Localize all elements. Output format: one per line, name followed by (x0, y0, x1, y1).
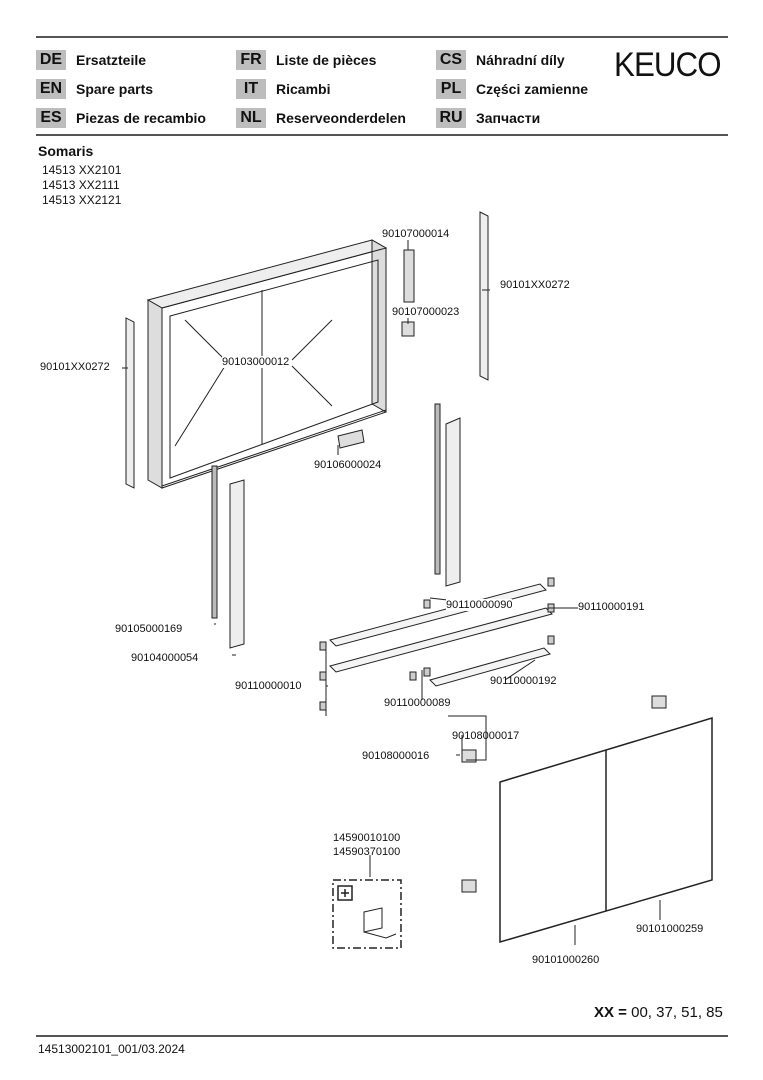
part-number: 90101XX0272 (500, 279, 570, 291)
part-number: 90108000016 (362, 750, 430, 762)
part-number: 90107000014 (382, 228, 450, 240)
laptop-icon (363, 907, 397, 939)
lang-ru: RU Запчасти (436, 108, 540, 128)
part-number: 90110000192 (490, 675, 557, 687)
header-rule (36, 134, 728, 136)
lang-label: Ricambi (276, 81, 331, 97)
product-name: Somaris (38, 143, 94, 159)
profile-right (445, 417, 461, 587)
lang-nl: NL Reserveonderdelen (236, 108, 406, 128)
lang-code: PL (436, 79, 466, 99)
keuco-logo: KEUCO (614, 46, 722, 84)
part-number: 90105000169 (115, 623, 183, 635)
shelf (429, 647, 551, 687)
variant-values: 00, 37, 51, 85 (631, 1004, 723, 1021)
lang-label: Запчасти (476, 110, 541, 126)
lang-code: EN (36, 79, 66, 99)
plus-icon (337, 885, 353, 901)
lang-label: Reserveonderdelen (276, 110, 406, 126)
part-number: 90104000054 (131, 652, 199, 664)
profile-left (229, 479, 245, 649)
shelf (329, 607, 553, 673)
catch-part (461, 749, 477, 763)
part-number: 90103000012 (222, 356, 290, 368)
lang-code: NL (236, 108, 266, 128)
part-number: 90101000259 (636, 923, 704, 935)
lang-fr: FR Liste de pièces (236, 50, 376, 70)
part-number: 90110000191 (578, 601, 645, 613)
side-panel-left (125, 317, 135, 489)
part-number: 14590010100 (333, 832, 401, 844)
lang-en: EN Spare parts (36, 79, 153, 99)
lang-it: IT Ricambi (236, 79, 330, 99)
lang-pl: PL Części zamienne (436, 79, 588, 99)
part-number: 90107000023 (392, 306, 460, 318)
cabinet-body (146, 239, 388, 489)
part-number: 90110000089 (384, 697, 451, 709)
part-number: 90106000024 (314, 459, 382, 471)
footer-rule (36, 1035, 728, 1037)
lang-cs: CS Náhradní díly (436, 50, 565, 70)
model-number: 14513 XX2111 (42, 178, 120, 192)
model-number: 14513 XX2101 (42, 163, 122, 177)
lang-label: Części zamienne (476, 81, 589, 97)
led-strip-right (434, 403, 441, 575)
top-rule (36, 36, 728, 38)
part-number: 90108000017 (452, 730, 520, 742)
lang-label: Spare parts (76, 81, 154, 97)
mirror-doors (499, 716, 713, 944)
lang-es: ES Piezas de recambio (36, 108, 206, 128)
hinge-clip (401, 321, 415, 337)
side-panel-right (479, 211, 489, 381)
part-number: 90101XX0272 (40, 361, 110, 373)
lang-label: Ersatzteile (76, 52, 147, 68)
variant-key: XX = (594, 1004, 627, 1021)
part-number: 90110000010 (235, 680, 302, 692)
lang-code: IT (236, 79, 266, 99)
connector-part (337, 429, 365, 449)
lang-label: Náhradní díly (476, 52, 565, 68)
lang-label: Piezas de recambio (76, 110, 206, 126)
lang-de: DE Ersatzteile (36, 50, 146, 70)
part-number: 90110000090 (446, 599, 513, 611)
lang-code: DE (36, 50, 66, 70)
led-strip-left (211, 465, 218, 619)
hinge-part (403, 249, 415, 303)
document-number: 14513002101_001/03.2024 (38, 1042, 185, 1056)
lang-label: Liste de pièces (276, 52, 377, 68)
part-number: 14590370100 (333, 846, 401, 858)
variant-legend: XX = 00, 37, 51, 85 (594, 1004, 723, 1021)
lang-code: FR (236, 50, 266, 70)
lang-code: RU (436, 108, 466, 128)
model-number: 14513 XX2121 (42, 193, 122, 207)
lang-code: CS (436, 50, 466, 70)
catch-part (651, 695, 667, 709)
catch-part (461, 879, 477, 893)
part-number: 90101000260 (532, 954, 600, 966)
accessory-box (332, 879, 402, 949)
lang-code: ES (36, 108, 66, 128)
